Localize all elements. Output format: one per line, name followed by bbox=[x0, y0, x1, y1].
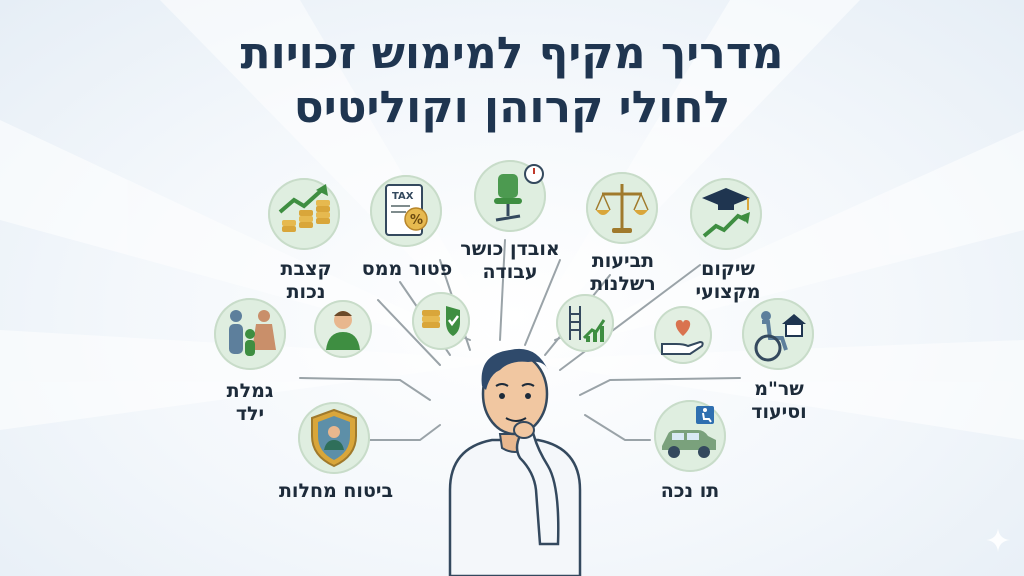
illness-insurance-label: ביטוח מחלות bbox=[278, 480, 394, 502]
person-node[interactable] bbox=[314, 300, 372, 358]
coins-shield-node[interactable] bbox=[412, 292, 470, 350]
disabled-parking-node[interactable] bbox=[654, 400, 726, 472]
family-icon bbox=[229, 310, 276, 356]
graduation-cap-growth-icon bbox=[702, 188, 750, 238]
office-chair-stopwatch-icon bbox=[494, 164, 544, 222]
coins-growth-icon bbox=[278, 184, 330, 232]
care-support-node[interactable] bbox=[654, 306, 712, 364]
car-accessibility-icon bbox=[662, 406, 716, 458]
wheelchair-home-icon bbox=[754, 311, 806, 362]
tax-exemption-label: פטור ממס bbox=[361, 258, 453, 280]
sparkle-icon bbox=[986, 528, 1010, 552]
disability-pension-node[interactable] bbox=[268, 178, 340, 250]
person-icon bbox=[326, 311, 360, 350]
vocational-rehab-node[interactable] bbox=[690, 178, 762, 250]
illness-insurance-node[interactable] bbox=[298, 402, 370, 474]
tax-exemption-node[interactable]: TAX % bbox=[370, 175, 442, 247]
nursing-care-node[interactable] bbox=[742, 298, 814, 370]
heart-hand-icon bbox=[661, 320, 704, 355]
svg-text:%: % bbox=[410, 213, 423, 228]
page-title-line-1: מדריך מקיף למימוש זכויות bbox=[240, 28, 784, 79]
page-title-line-2: לחולי קרוהן וקוליטיס bbox=[293, 82, 731, 133]
disabled-parking-label: תו נכה bbox=[660, 480, 720, 502]
svg-text:TAX: TAX bbox=[392, 191, 414, 202]
career-ladder-node[interactable] bbox=[556, 294, 614, 352]
tax-document-icon: TAX % bbox=[385, 184, 428, 236]
thinking-person-illustration bbox=[448, 348, 582, 576]
scales-of-justice-icon bbox=[595, 184, 649, 233]
work-capacity-node[interactable] bbox=[474, 160, 546, 232]
ladder-growth-icon bbox=[569, 306, 606, 342]
shield-person-icon bbox=[311, 408, 357, 468]
coins-shield-icon bbox=[422, 306, 460, 336]
negligence-claims-node[interactable] bbox=[586, 172, 658, 244]
child-allowance-node[interactable] bbox=[214, 298, 286, 370]
